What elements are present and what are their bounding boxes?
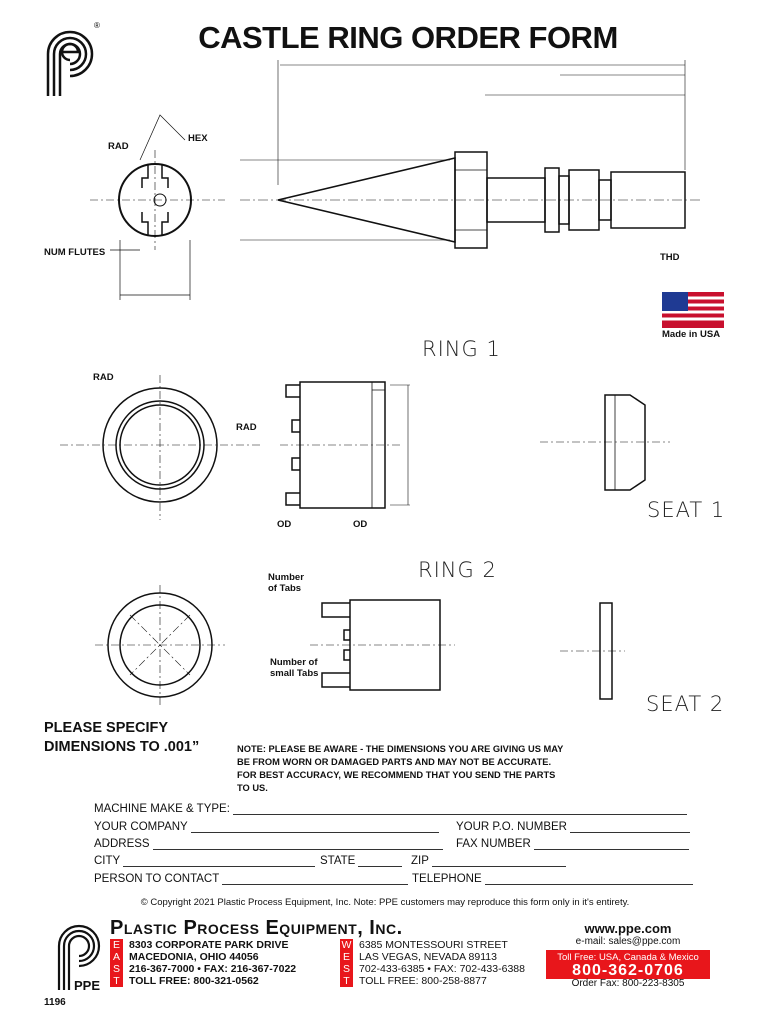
west-letter: S xyxy=(342,963,350,975)
west-toll-free: TOLL FREE: 800-258-8877 xyxy=(359,975,487,987)
west-letter: T xyxy=(343,975,350,987)
ring1-rad-side-label: RAD xyxy=(236,422,257,433)
toll-free-number: 800-362-0706 xyxy=(572,962,684,979)
address-label: ADDRESS xyxy=(94,838,150,850)
company-field[interactable] xyxy=(190,821,439,833)
contact-field[interactable] xyxy=(222,873,409,885)
west-street: 6385 MONTESSOURI STREET xyxy=(359,939,508,951)
po-field[interactable] xyxy=(569,821,690,833)
po-label: YOUR P.O. NUMBER xyxy=(456,821,567,833)
seat1-title: SEAT 1 xyxy=(647,498,726,522)
pin-rad-label: RAD xyxy=(108,141,129,152)
made-in-usa-label: Made in USA xyxy=(662,329,721,340)
east-street: 8303 CORPORATE PARK DRIVE xyxy=(129,939,289,951)
ring1-end-view xyxy=(60,375,260,520)
state-label: STATE xyxy=(320,855,356,867)
zip-label: ZIP xyxy=(411,855,429,867)
form-number: 1196 xyxy=(44,997,66,1008)
toll-free-box: Toll Free: USA, Canada & Mexico 800-362-… xyxy=(546,950,710,979)
telephone-field[interactable] xyxy=(484,873,693,885)
ring2-num-tabs-label: Number of Tabs xyxy=(268,572,304,594)
fax-label: FAX NUMBER xyxy=(456,838,531,850)
ring1-title: RING 1 xyxy=(422,337,501,361)
east-letter: S xyxy=(112,963,120,975)
ring2-end-view xyxy=(95,585,225,705)
city-label: CITY xyxy=(94,855,121,867)
ring2-side-view xyxy=(310,599,455,691)
east-letter: A xyxy=(112,951,120,963)
seat2-title: SEAT 2 xyxy=(646,692,725,716)
machine-label: MACHINE MAKE & TYPE: xyxy=(94,803,230,815)
ppe-logo: ® xyxy=(46,21,100,96)
toll-free-label: Toll Free: USA, Canada & Mexico xyxy=(557,952,699,963)
specify-heading-line2: DIMENSIONS TO .001” xyxy=(44,739,200,755)
usa-flag-icon xyxy=(662,292,724,328)
contact-label: PERSON TO CONTACT xyxy=(94,873,220,885)
ring1-rad-label: RAD xyxy=(93,372,114,383)
pin-side-view xyxy=(240,60,700,249)
company-name: Plastic Process Equipment, Inc. xyxy=(110,917,403,939)
email-link[interactable]: e-mail: sales@ppe.com xyxy=(575,936,681,947)
east-phone: 216-367-7000 • FAX: 216-367-7022 xyxy=(129,963,297,975)
ppe-footer-logo: PPE xyxy=(57,924,100,992)
order-fax: Order Fax: 800-223-8305 xyxy=(571,978,685,989)
ring2-num-small-tabs-label: Number of small Tabs xyxy=(270,657,319,679)
machine-field[interactable] xyxy=(232,803,687,815)
page-title: CASTLE RING ORDER FORM xyxy=(198,20,618,55)
telephone-label: TELEPHONE xyxy=(412,873,482,885)
address-field[interactable] xyxy=(152,838,443,850)
zip-field[interactable] xyxy=(431,855,566,867)
svg-text:®: ® xyxy=(94,21,100,30)
svg-text:PPE: PPE xyxy=(74,978,100,992)
ring2-title: RING 2 xyxy=(418,558,497,582)
pin-hex-label: HEX xyxy=(188,133,208,144)
accuracy-note: NOTE: PLEASE BE AWARE - THE DIMENSIONS Y… xyxy=(237,744,564,793)
city-field[interactable] xyxy=(123,855,316,867)
ring1-side-view xyxy=(280,381,410,509)
east-toll-free: TOLL FREE: 800-321-0562 xyxy=(129,975,259,987)
company-label: YOUR COMPANY xyxy=(94,821,188,833)
east-letter: T xyxy=(113,975,120,987)
state-field[interactable] xyxy=(358,855,403,867)
ring1-od-right-label: OD xyxy=(353,519,368,530)
pin-thd-label: THD xyxy=(660,252,680,263)
fax-field[interactable] xyxy=(533,838,689,850)
technical-drawings xyxy=(60,60,724,705)
specify-heading-line1: PLEASE SPECIFY xyxy=(44,720,169,736)
seat2-side-view xyxy=(560,602,625,700)
east-city: MACEDONIA, OHIO 44056 xyxy=(129,951,259,963)
west-phone: 702-433-6385 • FAX: 702-433-6388 xyxy=(359,963,525,975)
ring1-od-left-label: OD xyxy=(277,519,292,530)
seat1-side-view xyxy=(540,394,670,491)
west-letter: W xyxy=(341,939,352,951)
west-city: LAS VEGAS, NEVADA 89113 xyxy=(359,951,497,963)
website-link[interactable]: www.ppe.com xyxy=(584,921,672,936)
pin-end-view xyxy=(90,114,225,300)
pin-num-flutes-label: NUM FLUTES xyxy=(44,247,106,258)
east-letter: E xyxy=(112,939,120,951)
west-letter: E xyxy=(342,951,350,963)
copyright: © Copyright 2021 Plastic Process Equipme… xyxy=(140,897,630,908)
